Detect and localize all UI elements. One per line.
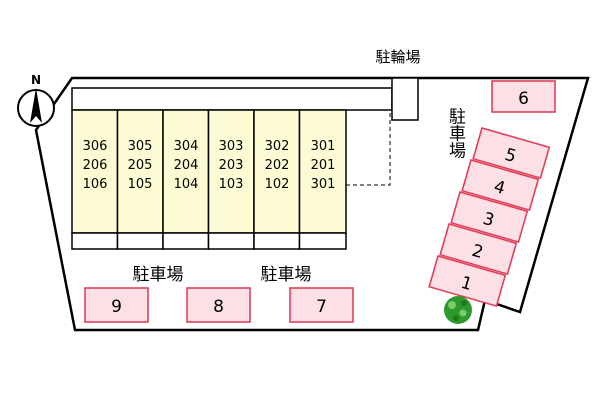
unit-column: 302 202 102 bbox=[253, 109, 301, 250]
unit-number-1f: 104 bbox=[174, 177, 199, 192]
unit-block bbox=[162, 109, 210, 234]
unit-number-2f: 205 bbox=[128, 158, 153, 173]
parking-space-2: 2 bbox=[439, 223, 518, 276]
parking-space-number: 5 bbox=[502, 145, 518, 167]
parking-space-number: 8 bbox=[213, 297, 224, 317]
unit-number-3f: 302 bbox=[265, 139, 290, 154]
parking-area-label-right: 駐車場 bbox=[445, 107, 466, 159]
parking-space-number: 1 bbox=[458, 273, 474, 295]
parking-space-number: 3 bbox=[480, 209, 496, 231]
unit-balcony bbox=[162, 232, 210, 250]
parking-space-3: 3 bbox=[450, 191, 529, 244]
parking-area-label-left: 駐車場 bbox=[133, 265, 184, 285]
parking-area-label-center: 駐車場 bbox=[261, 265, 312, 285]
unit-balcony bbox=[116, 232, 164, 250]
unit-balcony bbox=[207, 232, 255, 250]
unit-number-3f: 306 bbox=[83, 139, 108, 154]
unit-number-2f: 202 bbox=[265, 158, 290, 173]
unit-column: 306 206 106 bbox=[71, 109, 119, 250]
unit-number-1f: 103 bbox=[219, 177, 244, 192]
unit-number-3f: 301 bbox=[311, 139, 336, 154]
unit-number-1f: 106 bbox=[83, 177, 108, 192]
parking-space-1: 1 bbox=[428, 255, 507, 308]
parking-space-number: 9 bbox=[111, 297, 122, 317]
unit-number-2f: 206 bbox=[83, 158, 108, 173]
unit-number-3f: 305 bbox=[128, 139, 153, 154]
unit-balcony bbox=[71, 232, 119, 250]
parking-space-9: 9 bbox=[84, 287, 149, 323]
unit-column: 303 203 103 bbox=[207, 109, 255, 250]
walkway-dashed bbox=[346, 112, 391, 186]
unit-number-1f: 102 bbox=[265, 177, 290, 192]
unit-number-1f: 301 bbox=[311, 177, 336, 192]
parking-space-8: 8 bbox=[186, 287, 251, 323]
compass-arrow-icon bbox=[30, 88, 42, 123]
unit-number-1f: 105 bbox=[128, 177, 153, 192]
unit-block bbox=[253, 109, 301, 234]
parking-space-6: 6 bbox=[491, 80, 556, 113]
parking-space-number: 4 bbox=[491, 177, 507, 199]
unit-number-3f: 303 bbox=[219, 139, 244, 154]
unit-column: 301 201 301 bbox=[298, 109, 347, 250]
unit-balcony bbox=[253, 232, 301, 250]
compass-north-label: N bbox=[31, 73, 41, 87]
parking-space-number: 2 bbox=[469, 241, 485, 263]
building: 306 206 106 305 205 105 304 204 104 303 … bbox=[71, 109, 347, 250]
parking-space-number: 7 bbox=[316, 297, 327, 317]
unit-block bbox=[116, 109, 164, 234]
parking-space-4: 4 bbox=[461, 159, 540, 212]
bicycle-parking-area bbox=[391, 77, 419, 121]
unit-number-2f: 203 bbox=[219, 158, 244, 173]
unit-column: 304 204 104 bbox=[162, 109, 210, 250]
parking-space-number: 6 bbox=[518, 89, 529, 109]
unit-balcony bbox=[298, 232, 347, 250]
unit-column: 305 205 105 bbox=[116, 109, 164, 250]
unit-number-2f: 201 bbox=[311, 158, 336, 173]
parking-space-5: 5 bbox=[472, 127, 551, 180]
unit-number-2f: 204 bbox=[174, 158, 199, 173]
corridor bbox=[71, 87, 393, 111]
bicycle-parking-label: 駐輪場 bbox=[375, 48, 420, 66]
parking-space-7: 7 bbox=[289, 287, 354, 323]
tree-icon bbox=[444, 296, 472, 324]
unit-number-3f: 304 bbox=[174, 139, 199, 154]
north-compass: N bbox=[17, 73, 55, 127]
